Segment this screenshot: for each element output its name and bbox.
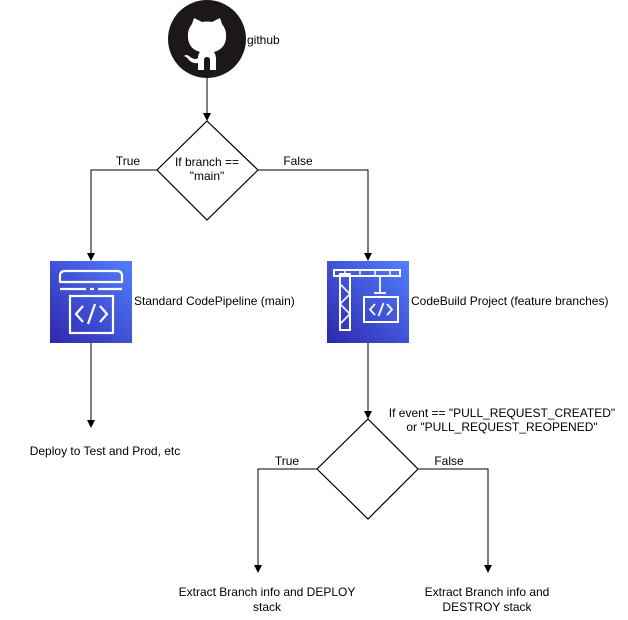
codebuild-label: CodeBuild Project (feature branches) [411,294,608,308]
event-decision-diamond [316,418,419,520]
github-node: github [168,0,280,78]
destroy-stack-node: Extract Branch info and DESTROY stack [425,585,550,614]
branch-decision-diamond [156,120,259,221]
destroy-stack-line2: DESTROY stack [442,600,532,614]
deploy-stack-node: Extract Branch info and DEPLOY stack [179,585,356,614]
event-true-label: True [275,454,300,468]
event-decision-line1: If event == "PULL_REQUEST_CREATED" [389,406,615,420]
event-decision-node: If event == "PULL_REQUEST_CREATED" or "P… [316,406,615,520]
edge-branch-false [258,169,372,261]
codepipeline-node: Standard CodePipeline (main) [50,261,295,343]
codepipeline-label: Standard CodePipeline (main) [134,294,295,308]
branch-decision-line2: "main" [190,169,225,183]
destroy-stack-line1: Extract Branch info and [425,585,550,599]
event-decision-line2: or "PULL_REQUEST_REOPENED" [406,420,597,434]
github-octocat-icon [168,0,246,78]
deploy-stack-line1: Extract Branch info and DEPLOY [179,585,356,599]
github-label: github [247,33,280,47]
codebuild-node: CodeBuild Project (feature branches) [327,261,608,343]
edge-event-true [254,468,317,573]
branch-decision-line1: If branch == [175,155,239,169]
branch-false-label: False [283,154,313,168]
branch-decision-node: If branch == "main" [156,120,259,221]
branch-true-label: True [116,154,141,168]
edge-branch-true [87,169,157,261]
aws-codepipeline-icon [50,261,132,343]
deploy-test-prod-label: Deploy to Test and Prod, etc [30,444,181,458]
event-false-label: False [434,454,464,468]
aws-codebuild-icon [327,261,409,343]
deploy-stack-line2: stack [253,600,282,614]
edge-event-false [418,468,492,573]
